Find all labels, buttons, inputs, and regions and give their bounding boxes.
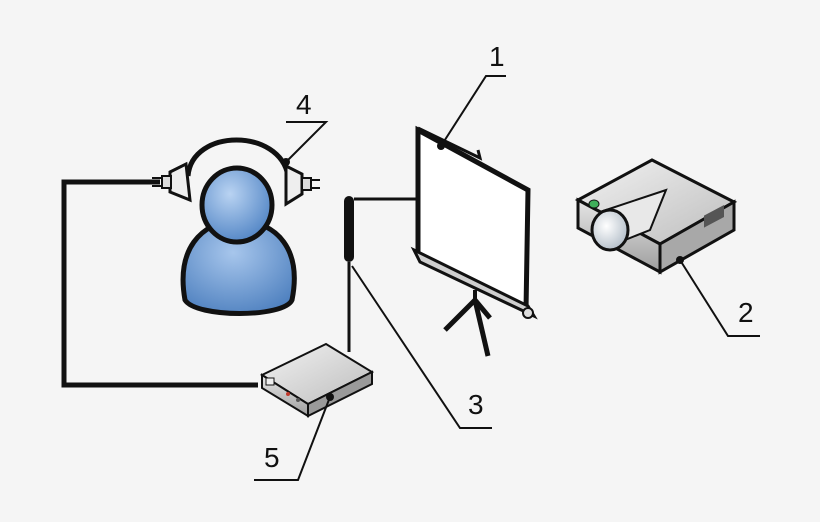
headphone-cable — [61, 179, 258, 388]
projection-screen-icon — [410, 125, 538, 357]
label-screen: 1 — [489, 41, 505, 72]
label-projector: 2 — [738, 297, 754, 328]
headphones-icon — [152, 137, 320, 207]
label-headphones: 4 — [296, 89, 312, 120]
control-box-icon — [259, 342, 375, 418]
leader-lines — [254, 75, 760, 481]
sensor-bar — [344, 196, 354, 262]
person-icon — [180, 165, 297, 316]
label-control-box: 5 — [264, 442, 280, 473]
projector-icon — [574, 158, 738, 275]
label-sensor: 3 — [468, 389, 484, 420]
